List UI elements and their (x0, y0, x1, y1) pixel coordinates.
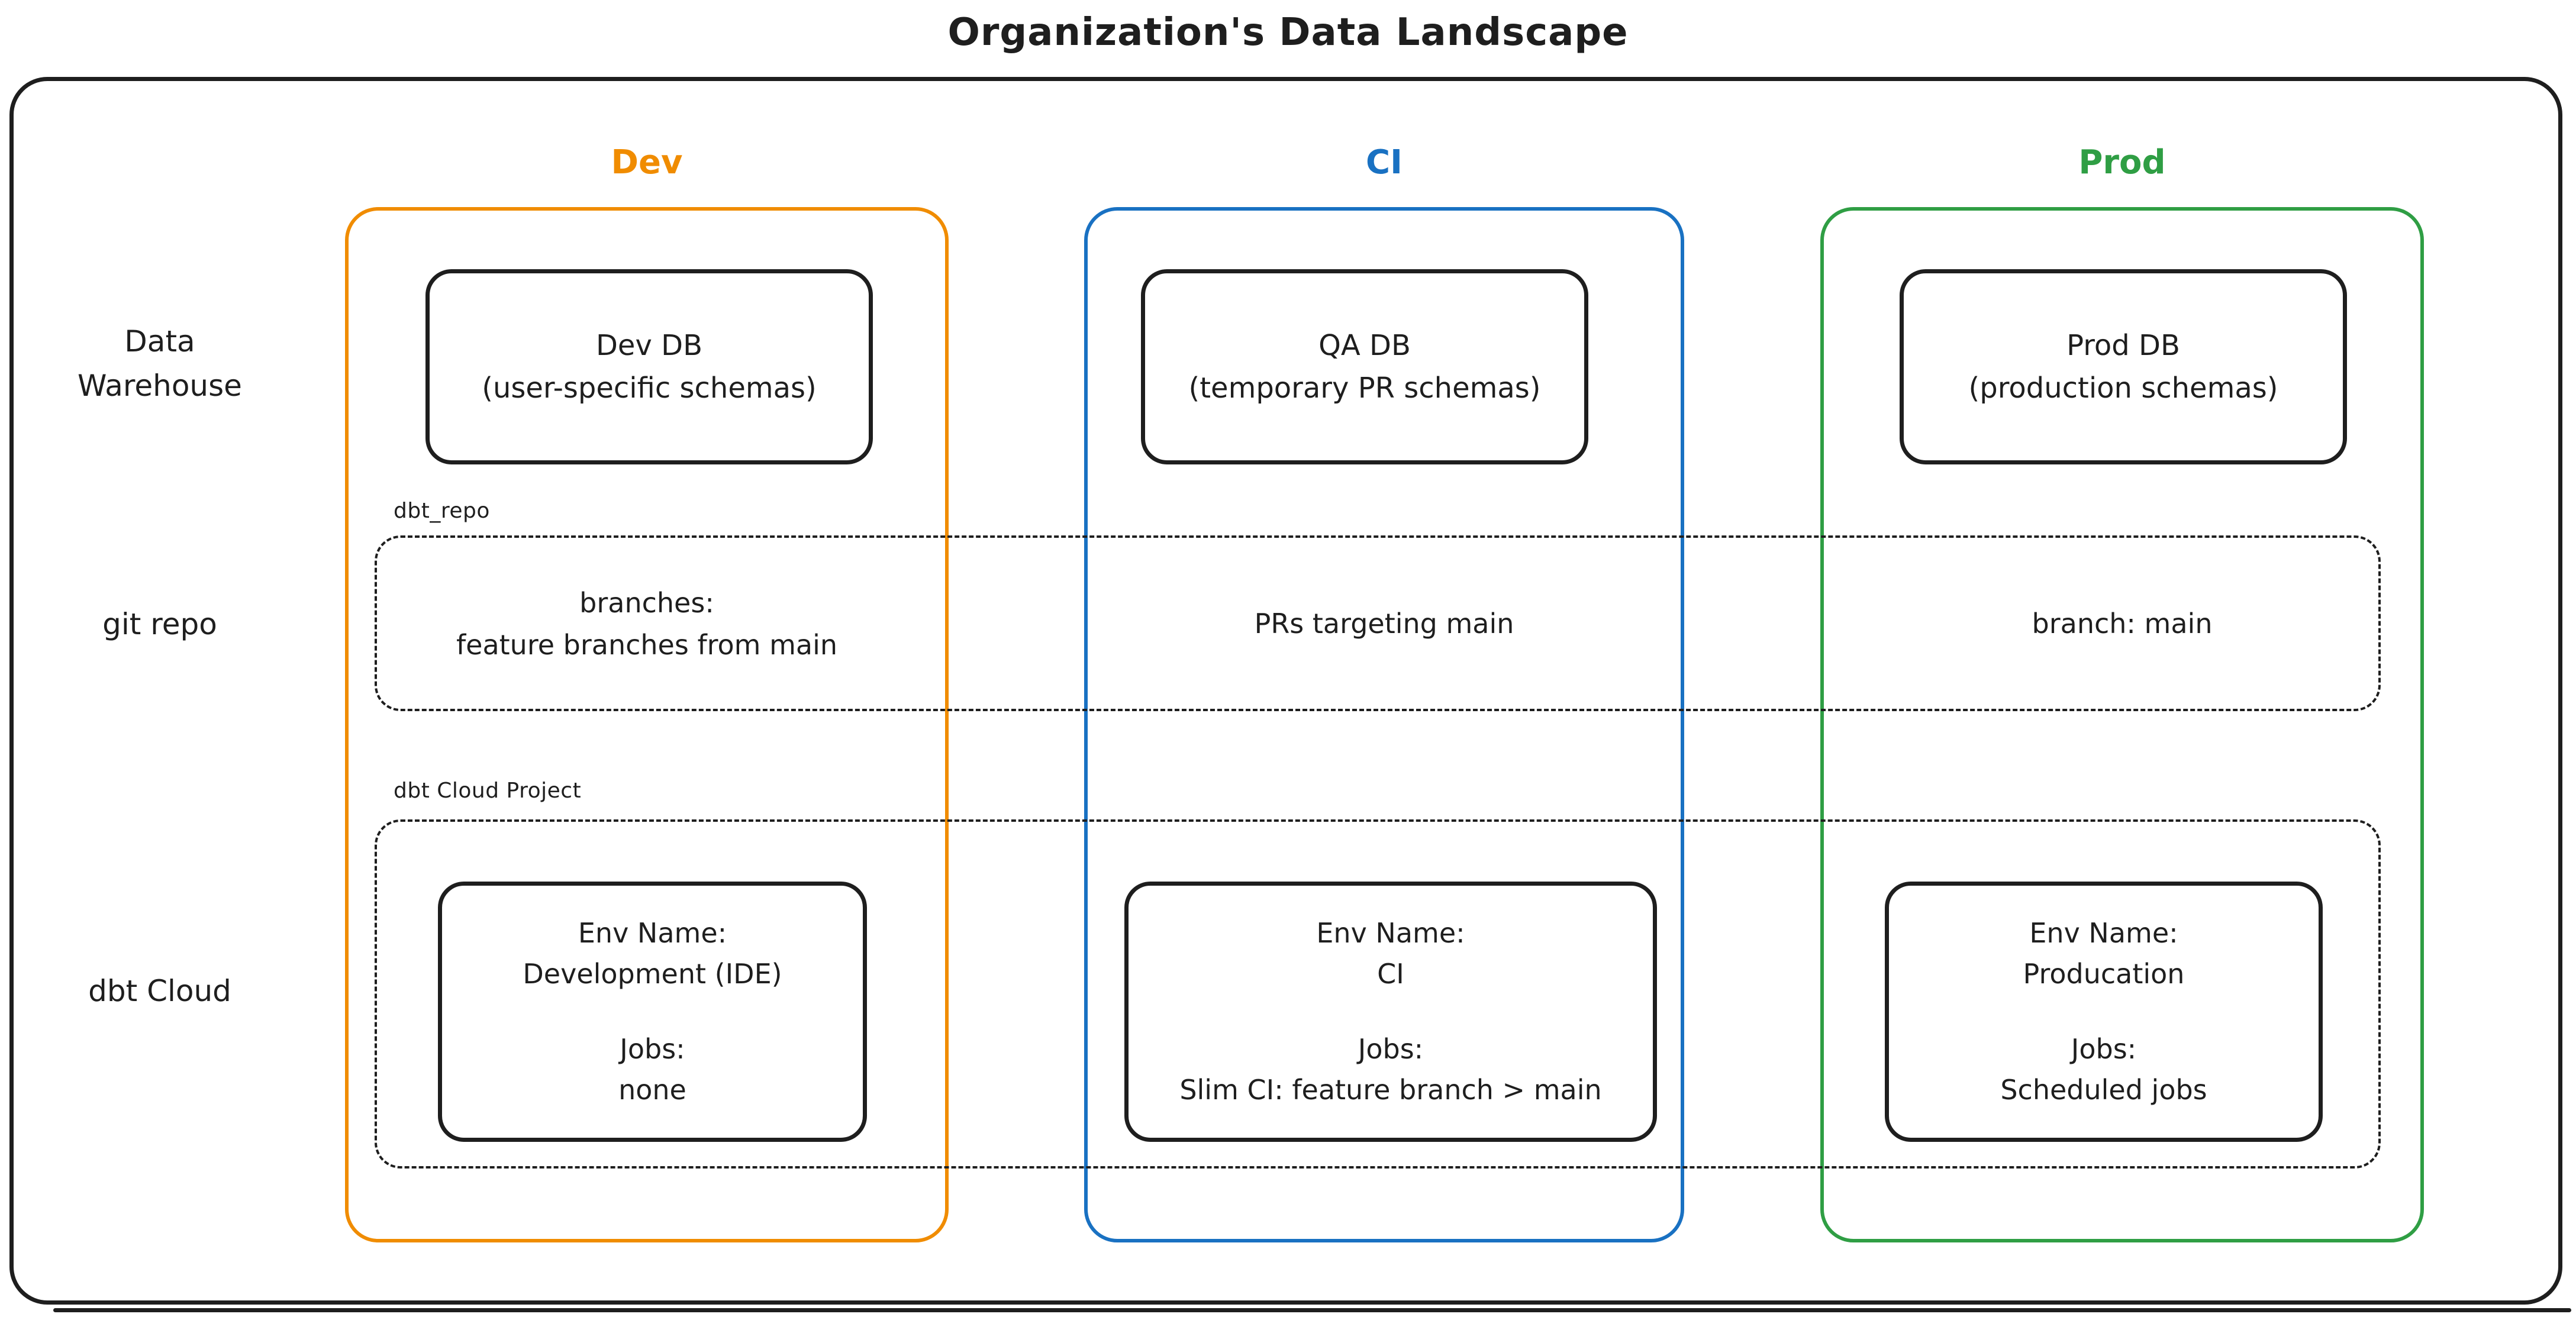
env-box-prod-env-label: Env Name: (2029, 917, 2178, 949)
row-label-dbt-cloud: dbt Cloud (88, 974, 231, 1008)
band-label-dbt-cloud-project: dbt Cloud Project (394, 779, 582, 803)
db-box-prod-name: Prod DB (2066, 329, 2180, 362)
db-box-qa-note: (temporary PR schemas) (1188, 372, 1541, 405)
git-text-dev-line1: branches: (579, 586, 714, 619)
row-label-git-repo: git repo (102, 607, 217, 641)
env-box-prod-jobs: Jobs: Scheduled jobs (2000, 1029, 2207, 1111)
row-label-data-warehouse-line2: Warehouse (78, 369, 242, 403)
column-box-ci (1084, 207, 1684, 1242)
band-dbt-repo (375, 535, 2381, 711)
row-label-data-warehouse-line1: Data (124, 324, 195, 359)
env-box-prod-jobs-label: Jobs: (2071, 1033, 2137, 1065)
env-box-prod-env-value: Producation (2023, 958, 2185, 990)
column-header-prod: Prod (2078, 143, 2166, 182)
env-box-dev: Env Name: Development (IDE) Jobs: none (438, 882, 867, 1142)
env-box-prod-jobs-value: Scheduled jobs (2000, 1074, 2207, 1106)
env-box-dev-jobs: Jobs: none (618, 1029, 686, 1111)
band-label-dbt-repo: dbt_repo (394, 499, 490, 523)
git-text-prod: branch: main (2032, 608, 2213, 640)
bottom-sketch-stroke (53, 1308, 2571, 1312)
db-box-prod-note: (production schemas) (1968, 372, 2278, 405)
git-text-dev-line2: feature branches from main (456, 629, 838, 661)
column-box-dev (345, 207, 949, 1242)
env-box-ci-env-value: CI (1377, 958, 1404, 990)
column-box-prod (1820, 207, 2424, 1242)
db-box-prod: Prod DB (production schemas) (1900, 269, 2347, 464)
env-box-dev-jobs-value: none (618, 1074, 686, 1106)
db-box-qa: QA DB (temporary PR schemas) (1141, 269, 1588, 464)
env-box-ci-env: Env Name: CI (1316, 913, 1465, 995)
env-box-dev-env-value: Development (IDE) (523, 958, 782, 990)
env-box-ci: Env Name: CI Jobs: Slim CI: feature bran… (1124, 882, 1657, 1142)
band-dbt-cloud-project (375, 819, 2381, 1168)
db-box-dev: Dev DB (user-specific schemas) (425, 269, 873, 464)
env-box-ci-jobs-value: Slim CI: feature branch > main (1179, 1074, 1602, 1106)
env-box-ci-jobs: Jobs: Slim CI: feature branch > main (1179, 1029, 1601, 1111)
db-box-qa-name: QA DB (1318, 329, 1411, 362)
env-box-dev-jobs-label: Jobs: (620, 1033, 685, 1065)
env-box-dev-env-label: Env Name: (578, 917, 727, 949)
env-box-ci-jobs-label: Jobs: (1358, 1033, 1424, 1065)
git-text-ci: PRs targeting main (1254, 608, 1514, 640)
env-box-dev-env: Env Name: Development (IDE) (523, 913, 782, 995)
db-box-dev-note: (user-specific schemas) (482, 372, 817, 405)
env-box-ci-env-label: Env Name: (1316, 917, 1465, 949)
column-header-ci: CI (1366, 143, 1403, 182)
git-text-dev: branches: feature branches from main (345, 550, 949, 698)
row-label-data-warehouse: Data Warehouse (33, 319, 287, 408)
db-box-dev-name: Dev DB (595, 329, 703, 362)
env-box-prod-env: Env Name: Producation (2023, 913, 2185, 995)
column-header-dev: Dev (611, 143, 683, 182)
env-box-prod: Env Name: Producation Jobs: Scheduled jo… (1885, 882, 2323, 1142)
diagram-title: Organization's Data Landscape (947, 11, 1629, 54)
